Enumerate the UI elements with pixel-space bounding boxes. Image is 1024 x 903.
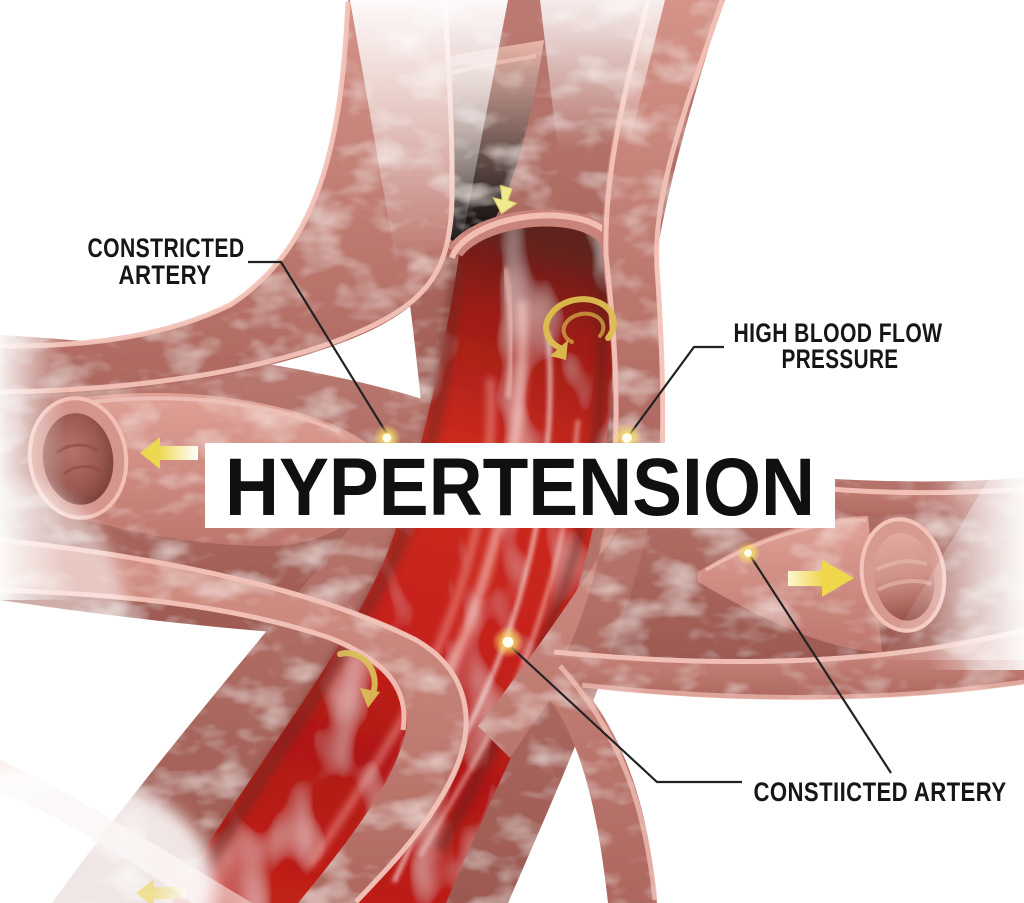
hypertension-banner: HYPERTENSION — [205, 442, 835, 533]
faded-left-arrow-icon — [136, 879, 186, 903]
leader-high-blood-flow — [629, 345, 724, 435]
blood-edge-shadow-right — [435, 271, 609, 853]
callout-dot — [736, 541, 760, 565]
leader-constiicted-from-cone — [750, 556, 892, 774]
leader-constricted-artery — [248, 260, 388, 435]
banner-background — [205, 443, 835, 528]
swirl-arrow-top-icon — [543, 296, 617, 360]
label-constiicted-artery: CONSTIICTED ARTERY — [754, 777, 1007, 807]
lower-right-wall — [478, 458, 658, 903]
flow-arrows — [136, 184, 854, 903]
label-constricted-artery-line2: ARTERY — [119, 260, 212, 290]
right-bottom-wall — [552, 628, 1024, 700]
label-high-blood-flow-line1: HIGH BLOOD FLOW — [734, 318, 943, 348]
label-constricted-artery: CONSTRICTED ARTERY — [88, 233, 245, 290]
callout-dot — [492, 626, 524, 658]
label-constiicted-artery-text: CONSTIICTED ARTERY — [754, 777, 1007, 807]
right-arrow-icon — [788, 560, 854, 597]
banner-title: HYPERTENSION — [225, 442, 815, 533]
leader-constiicted-from-stream — [509, 645, 742, 784]
label-high-blood-flow-line2: PRESSURE — [782, 344, 899, 374]
label-high-blood-flow-pressure: HIGH BLOOD FLOW PRESSURE — [734, 318, 943, 374]
left-bottom-wall — [0, 538, 469, 903]
blood-edge-shadow-left — [189, 261, 466, 886]
leader-lines — [248, 260, 892, 784]
swirl-arrow-bottom-icon — [337, 650, 380, 708]
label-constricted-artery-line1: CONSTRICTED — [88, 233, 245, 263]
left-arrow-icon — [140, 437, 198, 469]
down-arrow-icon — [492, 184, 518, 215]
